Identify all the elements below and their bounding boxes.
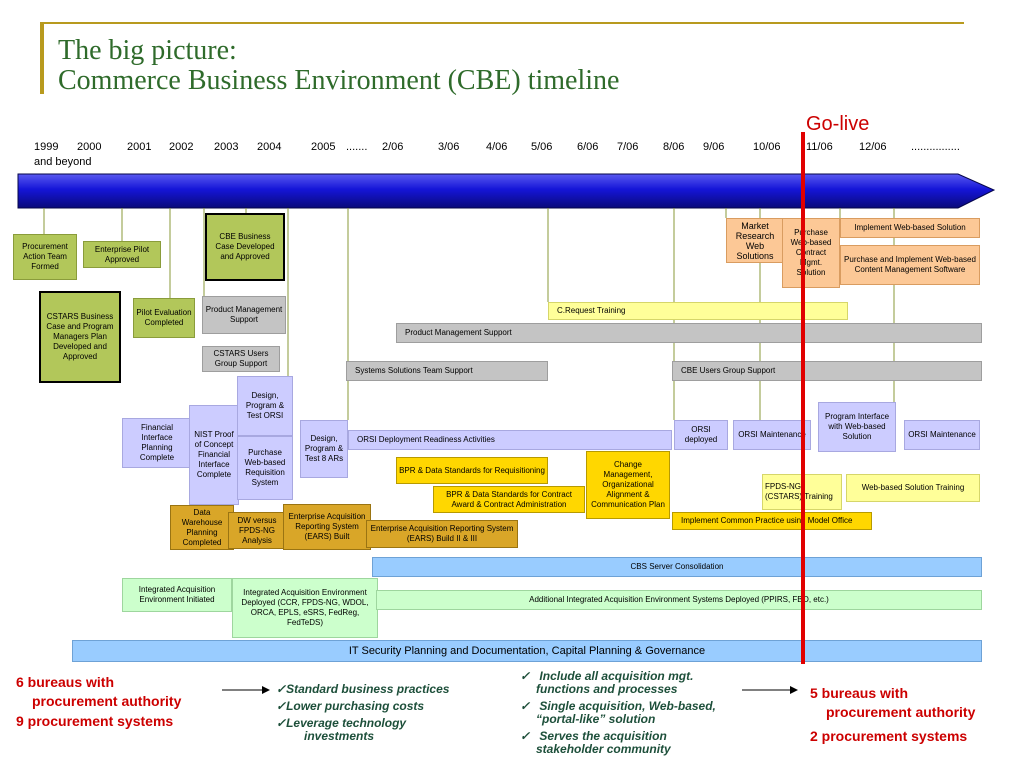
year-label: 2005 xyxy=(311,141,336,153)
orsi-maintenance-box-2: ORSI Maintenance xyxy=(904,420,980,450)
year-label: 2001 xyxy=(127,141,152,153)
year-label: ....... xyxy=(346,141,368,153)
year-label: 6/06 xyxy=(577,141,599,153)
check-icon: ✓ xyxy=(276,699,287,713)
additional-iae-bar: Additional Integrated Acquisition Enviro… xyxy=(376,590,982,610)
benefit-text: Single acquisition, Web-based, xyxy=(539,699,716,713)
dw-versus-box: DW versus FPDS-NG Analysis xyxy=(228,512,286,549)
enterprise-pilot-box: Enterprise Pilot Approved xyxy=(83,241,161,268)
orsi-deployed-box: ORSI deployed xyxy=(674,420,728,450)
program-interface-box: Program Interface with Web-based Solutio… xyxy=(818,402,896,452)
title-line-2: Commerce Business Environment (CBE) time… xyxy=(58,65,620,96)
design-program-orsi-box: Design, Program & Test ORSI xyxy=(237,376,293,436)
ears-build2-box: Enterprise Acquisition Reporting System … xyxy=(366,520,518,548)
change-mgmt-box: Change Management, Organizational Alignm… xyxy=(586,451,670,519)
purchase-web-contract-box: Purchase Web-based Contract Mgmt. Soluti… xyxy=(782,218,840,288)
benefit-item: ✓ Include all acquisition mgt. xyxy=(520,670,750,683)
check-icon: ✓ xyxy=(276,682,287,696)
summary-right-line1b: procurement authority xyxy=(826,704,976,720)
check-icon: ✓ xyxy=(520,669,531,683)
header-rule-vertical xyxy=(40,22,44,94)
product-mgmt-support-bar: Product Management Support xyxy=(396,323,982,343)
pilot-evaluation-box: Pilot Evaluation Completed xyxy=(133,298,195,338)
benefit-item: ✓ Single acquisition, Web-based, xyxy=(520,700,750,713)
year-label: 12/06 xyxy=(859,141,887,153)
web-solution-training-box: Web-based Solution Training xyxy=(846,474,980,502)
market-research-box: Market Research Web Solutions xyxy=(726,218,784,263)
summary-right: 5 bureaus with procurement authority 2 p… xyxy=(810,685,1020,744)
cbs-server-bar: CBS Server Consolidation xyxy=(372,557,982,577)
year-label: 2002 xyxy=(169,141,194,153)
it-security-bar: IT Security Planning and Documentation, … xyxy=(72,640,982,662)
year-label: 4/06 xyxy=(486,141,508,153)
benefit-text: Serves the acquisition xyxy=(539,729,667,743)
financial-interface-box: Financial Interface Planning Complete xyxy=(122,418,192,468)
summary-left-line1b: procurement authority xyxy=(32,693,182,709)
cbe-business-case-box: CBE Business Case Developed and Approved xyxy=(205,213,285,281)
year-label: 5/06 xyxy=(531,141,553,153)
bpr-req-box: BPR & Data Standards for Requisitioning xyxy=(396,457,548,484)
go-live-label: Go-live xyxy=(806,113,870,135)
check-icon: ✓ xyxy=(520,729,531,743)
iae-deployed-box: Integrated Acquisition Environment Deplo… xyxy=(232,578,378,638)
summary-benefits-left: ✓Standard business practices ✓Lower purc… xyxy=(276,683,506,743)
summary-left-line1: 6 bureaus with xyxy=(16,674,115,690)
benefit-text-cont: investments xyxy=(304,729,375,743)
year-label: 2/06 xyxy=(382,141,404,153)
ears-built-box: Enterprise Acquisition Reporting System … xyxy=(283,504,371,550)
summary-benefits-right: ✓ Include all acquisition mgt. functions… xyxy=(520,670,750,756)
benefit-text: Standard business practices xyxy=(286,682,450,696)
summary-left: 6 bureaus with procurement authority 9 p… xyxy=(16,674,226,729)
year-label-and-beyond: and beyond xyxy=(34,156,92,168)
cstars-users-group-box: CSTARS Users Group Support xyxy=(202,346,280,372)
bpr-contract-box: BPR & Data Standards for Contract Award … xyxy=(433,486,585,513)
summary-right-line2: 2 procurement systems xyxy=(810,728,968,744)
benefit-item: ✓ Serves the acquisition xyxy=(520,730,750,743)
year-label: 11/06 xyxy=(806,141,833,153)
year-label: 9/06 xyxy=(703,141,725,153)
benefit-text: Include all acquisition mgt. xyxy=(539,669,694,683)
cstars-business-case-box: CSTARS Business Case and Program Manager… xyxy=(39,291,121,383)
purchase-implement-web-box: Purchase and Implement Web-based Content… xyxy=(840,245,980,285)
year-label: 2004 xyxy=(257,141,282,153)
check-icon: ✓ xyxy=(276,716,287,730)
iae-initiated-box: Integrated Acquisition Environment Initi… xyxy=(122,578,232,612)
benefit-text-cont: functions and processes xyxy=(536,682,678,696)
product-mgmt-support-box: Product Management Support xyxy=(202,296,286,334)
design-program-ars-box: Design, Program & Test 8 ARs xyxy=(300,420,348,478)
check-icon: ✓ xyxy=(520,699,531,713)
common-practice-bar: Implement Common Practice using Model Of… xyxy=(672,512,872,530)
benefit-text-cont: “portal-like” solution xyxy=(536,712,656,726)
benefit-item: ✓Lower purchasing costs xyxy=(276,700,506,713)
year-label: 1999 xyxy=(34,141,59,153)
summary-left-line2: 9 procurement systems xyxy=(16,713,174,729)
orsi-deployment-bar: ORSI Deployment Readiness Activities xyxy=(348,430,672,450)
year-label: ................ xyxy=(911,141,960,153)
year-label: 10/06 xyxy=(753,141,781,153)
c-request-training-bar: C.Request Training xyxy=(548,302,848,320)
procurement-action-box: Procurement Action Team Formed xyxy=(13,234,77,280)
data-warehouse-box: Data Warehouse Planning Completed xyxy=(170,505,234,550)
orsi-maintenance-box-1: ORSI Maintenance xyxy=(733,420,811,450)
systems-solutions-bar: Systems Solutions Team Support xyxy=(346,361,548,381)
year-label: 8/06 xyxy=(663,141,685,153)
summary-right-line1: 5 bureaus with xyxy=(810,685,909,701)
benefit-text: Lower purchasing costs xyxy=(286,699,425,713)
go-live-line xyxy=(801,132,805,664)
year-label: 2003 xyxy=(214,141,239,153)
benefit-text: Leverage technology xyxy=(286,716,407,730)
cbe-users-group-bar: CBE Users Group Support xyxy=(672,361,982,381)
benefit-item: ✓Standard business practices xyxy=(276,683,506,696)
year-label: 2000 xyxy=(77,141,102,153)
benefit-item: ✓Leverage technology xyxy=(276,717,506,730)
title-line-1: The big picture: xyxy=(58,35,237,66)
implement-web-box: Implement Web-based Solution xyxy=(840,218,980,238)
nist-proof-box: NIST Proof of Concept Financial Interfac… xyxy=(189,405,239,505)
purchase-web-req-box: Purchase Web-based Requisition System xyxy=(237,436,293,500)
benefit-text-cont: stakeholder community xyxy=(536,742,671,756)
page-title: The big picture: Commerce Business Envir… xyxy=(58,36,958,96)
header-rule-horizontal xyxy=(40,22,964,24)
year-label: 3/06 xyxy=(438,141,460,153)
year-label: 7/06 xyxy=(617,141,639,153)
